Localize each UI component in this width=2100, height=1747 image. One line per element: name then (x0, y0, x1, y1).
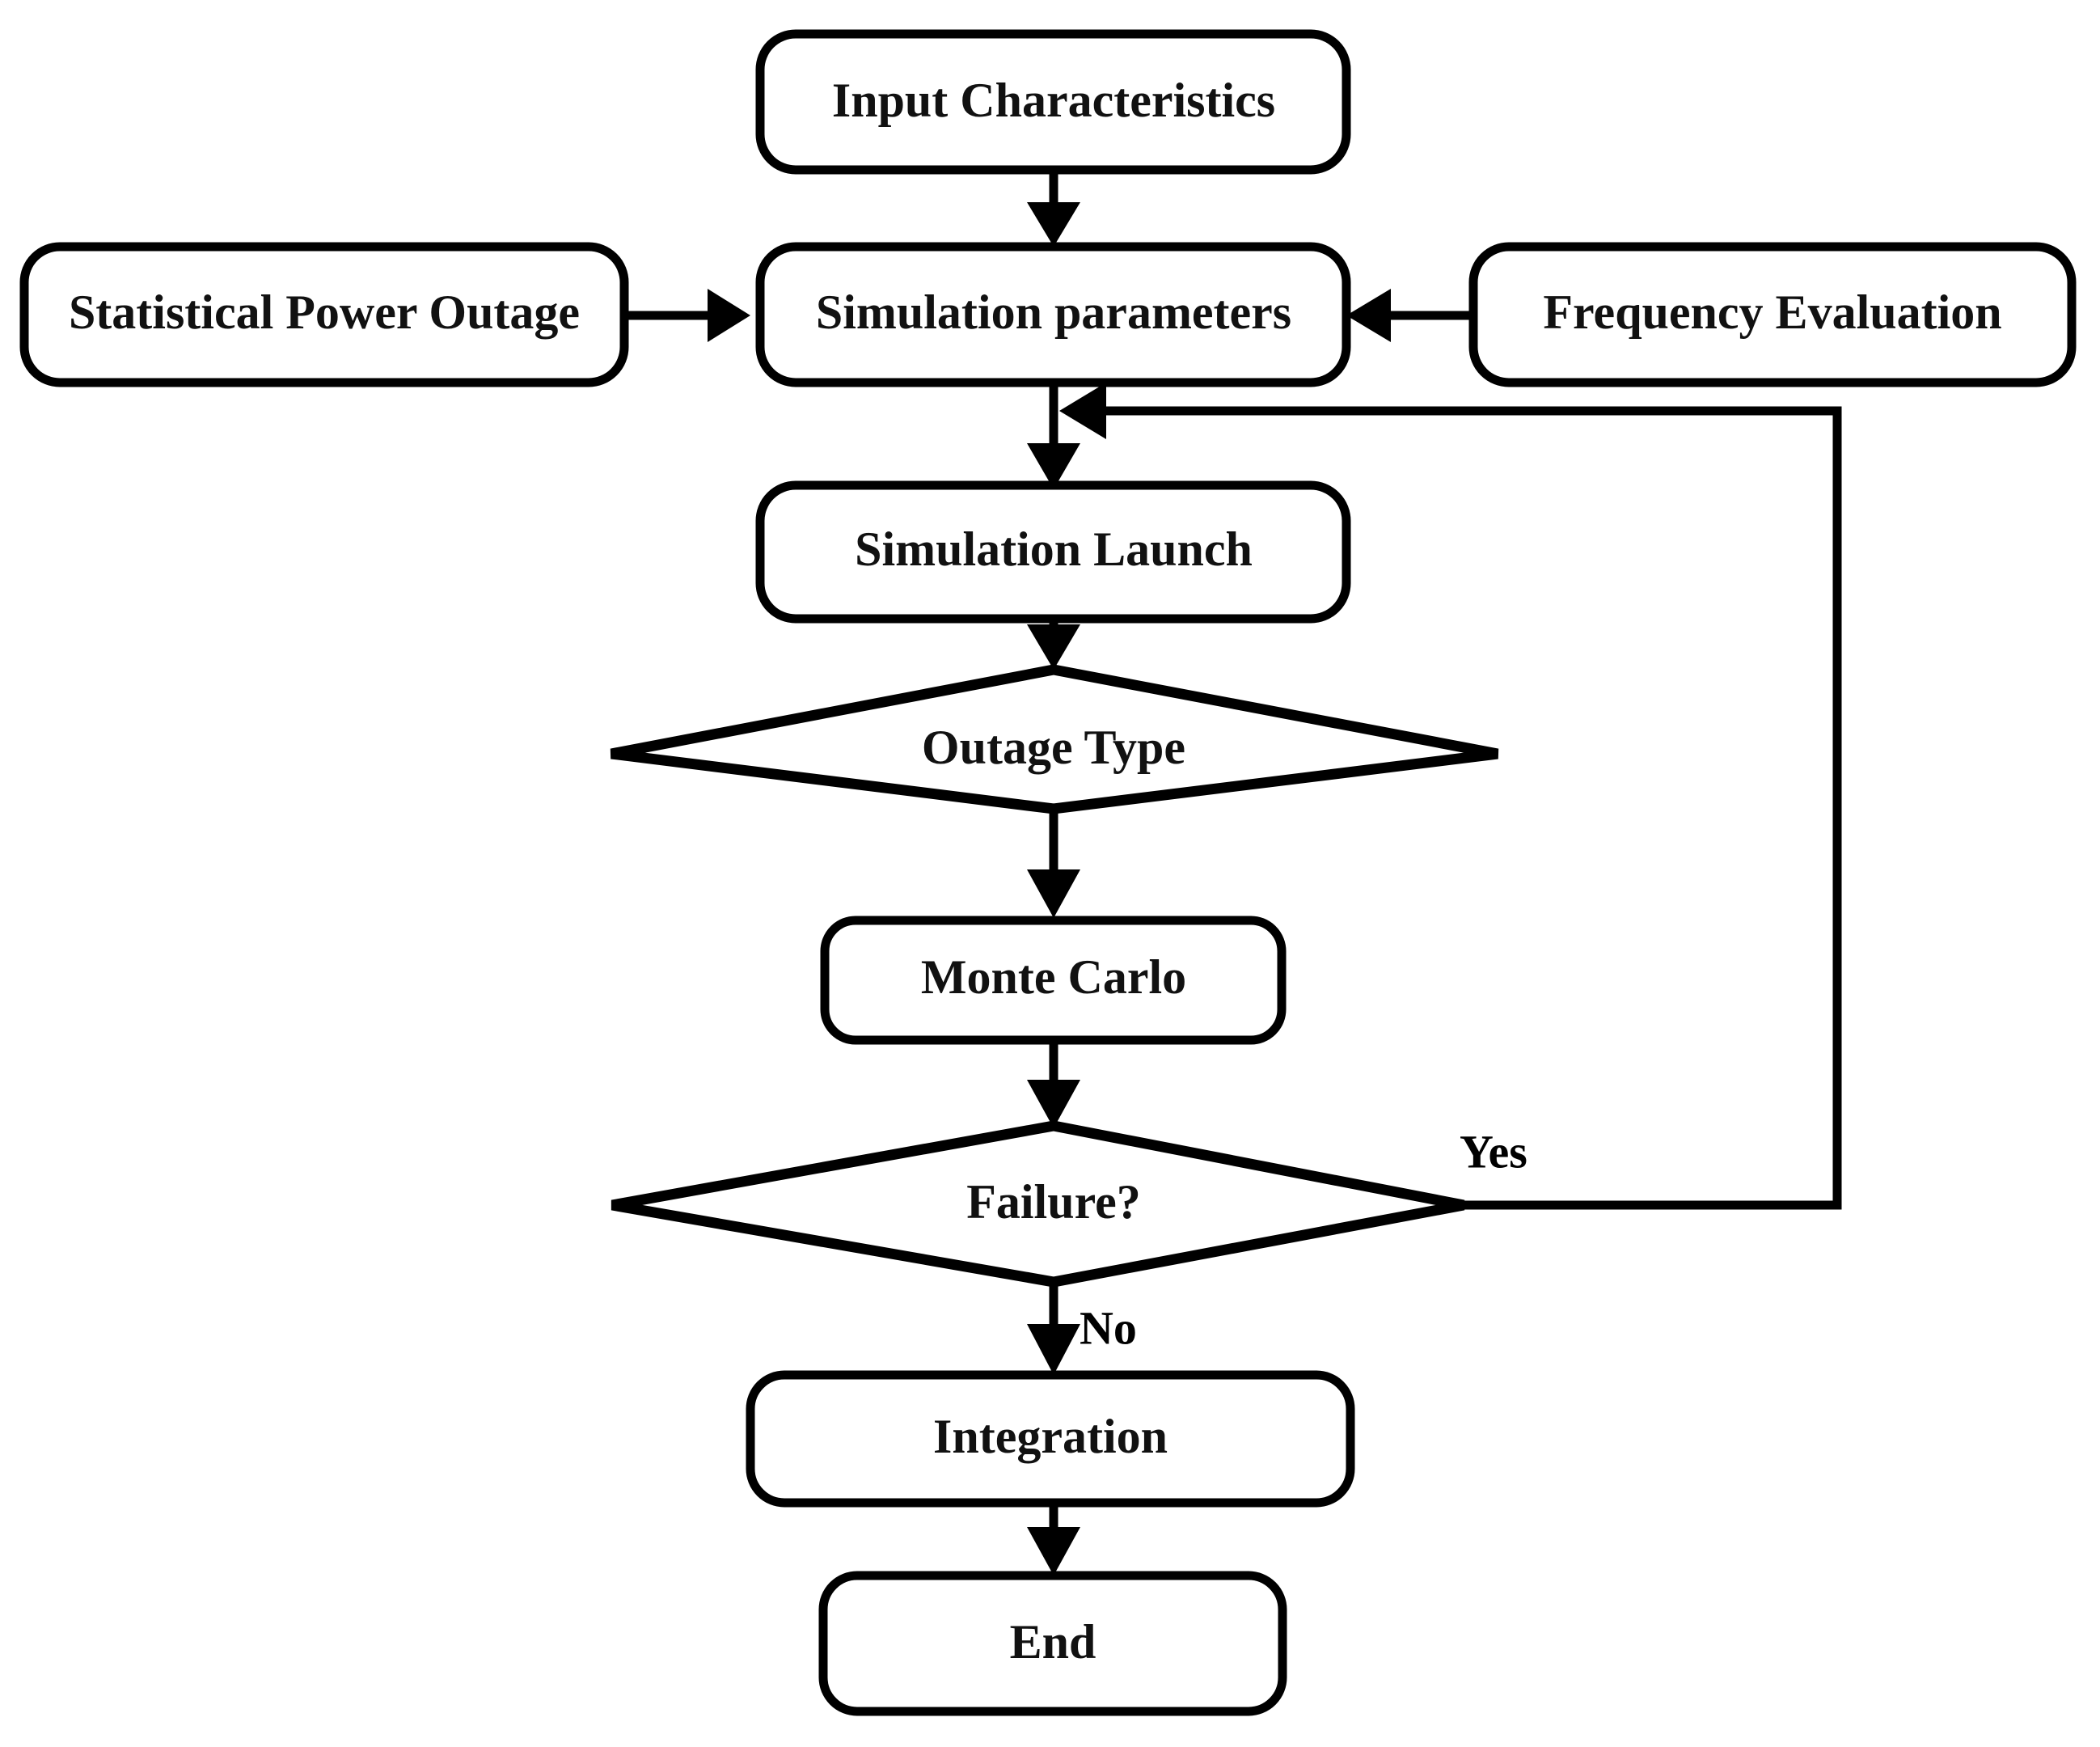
node-end-shape (818, 1571, 1287, 1716)
arrowhead-left-icon (1346, 289, 1391, 342)
node-input-characteristics[interactable]: Input Characteristics (755, 29, 1351, 175)
node-failure-label: Failure? (966, 1175, 1141, 1229)
branch-label-no: No (1080, 1301, 1137, 1354)
node-failure[interactable]: Failure? (611, 1120, 1465, 1288)
edge-integration-to-end (1027, 1500, 1080, 1576)
node-integration[interactable]: Integration (746, 1370, 1355, 1508)
node-statistical-power-outage-shape (19, 242, 629, 387)
node-input-characteristics-label: Input Characteristics (832, 74, 1275, 127)
node-frequency-evaluation[interactable]: Frequency Evaluation (1468, 242, 2077, 387)
edge-input-to-simparams (1027, 167, 1080, 247)
node-simulation-launch-label: Simulation Launch (855, 522, 1253, 576)
arrowhead-down-icon (1027, 869, 1080, 918)
arrowhead-left-icon (1059, 383, 1106, 439)
node-input-characteristics-shape (755, 29, 1351, 175)
edge-frequency-to-simparams (1346, 289, 1473, 342)
edge-failure-no-to-integration (1027, 1282, 1080, 1375)
edge-montecarlo-to-failure (1027, 1042, 1080, 1128)
arrowhead-down-icon (1027, 1324, 1080, 1375)
arrowhead-down-icon (1027, 202, 1080, 247)
node-outage-type-label: Outage Type (922, 721, 1185, 774)
node-simulation-launch[interactable]: Simulation Launch (755, 480, 1351, 624)
node-end-label: End (1010, 1615, 1096, 1669)
edge-failure-yes-feedback (1059, 383, 1842, 1210)
node-frequency-evaluation-shape (1468, 242, 2077, 387)
node-monte-carlo[interactable]: Monte Carlo (820, 916, 1287, 1045)
node-monte-carlo-label: Monte Carlo (921, 950, 1186, 1004)
node-simulation-launch-shape (755, 480, 1351, 624)
edge-outagetype-to-montecarlo (1027, 809, 1080, 918)
node-integration-label: Integration (933, 1410, 1168, 1463)
arrowhead-down-icon (1027, 1080, 1080, 1128)
arrowhead-down-icon (1027, 443, 1080, 489)
node-failure-shape (611, 1120, 1465, 1288)
node-outage-type[interactable]: Outage Type (610, 664, 1499, 814)
node-simulation-parameters-shape (755, 242, 1351, 387)
node-integration-shape (746, 1370, 1355, 1508)
node-frequency-evaluation-label: Frequency Evaluation (1543, 286, 2001, 339)
branch-label-yes: Yes (1460, 1125, 1527, 1178)
arrowhead-down-icon (1027, 1527, 1080, 1576)
edge-statistical-to-simparams (623, 289, 750, 342)
node-simulation-parameters[interactable]: Simulation parameters (755, 242, 1351, 387)
node-simulation-parameters-label: Simulation parameters (816, 286, 1291, 339)
node-statistical-power-outage[interactable]: Statistical Power Outage (19, 242, 629, 387)
node-monte-carlo-shape (820, 916, 1287, 1045)
node-statistical-power-outage-label: Statistical Power Outage (69, 286, 580, 339)
node-end[interactable]: End (818, 1571, 1287, 1716)
node-outage-type-shape (610, 664, 1499, 814)
edge-simparams-to-launch (1027, 382, 1080, 489)
arrowhead-down-icon (1027, 624, 1080, 670)
arrowhead-right-icon (708, 289, 750, 342)
